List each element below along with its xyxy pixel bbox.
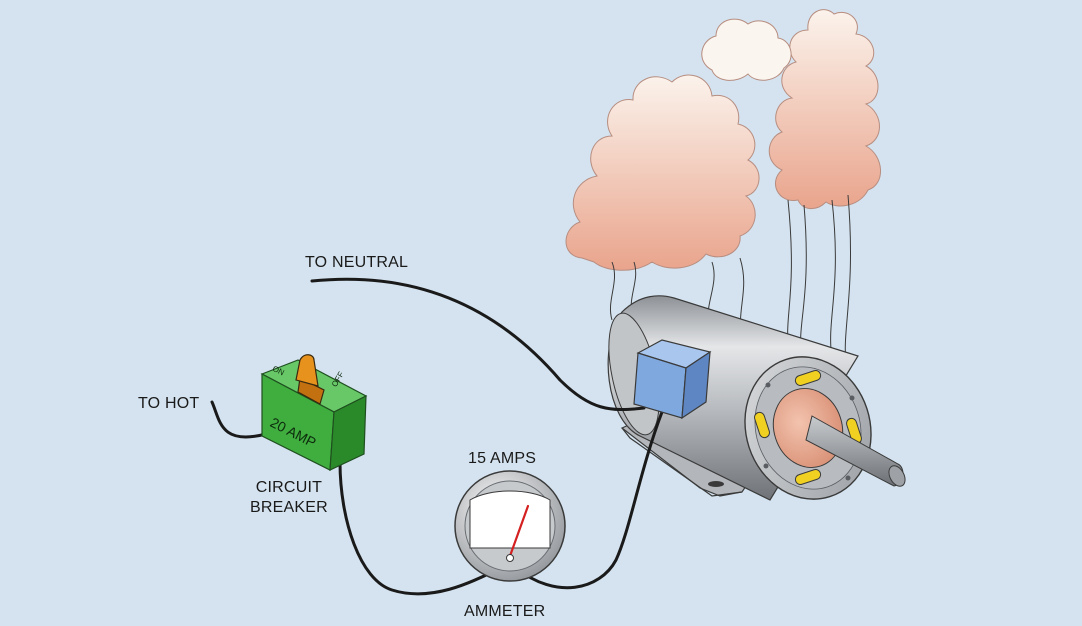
circuit-breaker-label-line1: CIRCUIT	[255, 479, 323, 496]
ammeter-label: AMMETER	[464, 603, 546, 620]
smoke-cloud-right	[701, 9, 881, 209]
breaker-to-ammeter-wire	[338, 460, 506, 596]
junction-box	[633, 339, 712, 420]
ammeter	[454, 470, 566, 582]
to-neutral-label: TO NEUTRAL	[305, 254, 409, 271]
motor-vents	[754, 370, 862, 485]
amps-reading-label: 15 AMPS	[468, 450, 537, 467]
wires	[210, 277, 664, 596]
to-hot-label: TO HOT	[138, 395, 200, 412]
ammeter-needle	[508, 504, 530, 558]
smoke-cloud-left	[565, 74, 760, 271]
circuit-breaker-label-line2: BREAKER	[250, 499, 328, 516]
neutral-wire	[310, 277, 646, 412]
circuit-breaker-label: CIRCUIT BREAKER	[250, 478, 328, 518]
breaker-toggle	[295, 354, 325, 405]
hot-wire	[210, 400, 268, 439]
ammeter-to-motor-wire	[514, 410, 664, 590]
